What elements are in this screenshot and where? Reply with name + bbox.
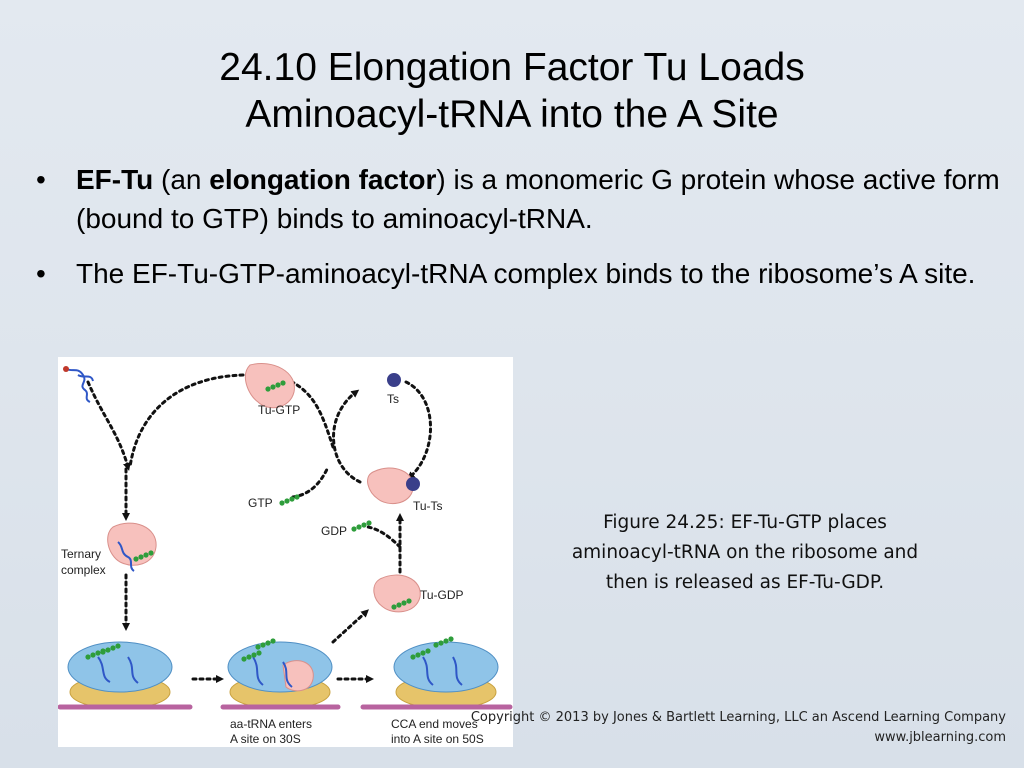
slide-title-line-2: Aminoacyl-tRNA into the A Site [245, 93, 779, 136]
arrow-tu-gtp-to-junction [128, 373, 245, 469]
arrow-gtp-entry [291, 465, 330, 499]
label-aa-trna-line-1: aa-tRNA enters [230, 717, 312, 731]
label-ternary-line-1: Ternary [61, 547, 101, 561]
label-aa-trna-line-2: A site on 30S [230, 732, 301, 746]
bold-term-ef-tu: EF-Tu [76, 164, 154, 195]
ternary-complex [107, 522, 157, 572]
arrow-trna-to-junction [86, 380, 131, 471]
label-gdp: GDP [321, 524, 347, 538]
caption-line-1: Figure 24.25: EF-Tu-GTP places [603, 512, 887, 533]
ts-protein [387, 373, 401, 387]
ribosome-3 [393, 636, 499, 710]
copyright-line: Copyright © 2013 by Jones & Bartlett Lea… [470, 710, 1006, 725]
label-ts: Ts [387, 392, 399, 406]
publisher-url: www.jblearning.com [874, 730, 1006, 745]
label-tu-gdp: Tu-GDP [420, 588, 464, 602]
label-cca-line-1: CCA end moves [391, 717, 478, 731]
label-ternary-line-2: complex [61, 563, 106, 577]
bullet-marker: • [36, 164, 46, 195]
bullet-item-ef-tu: • EF-Tu (an elongation factor) is a mono… [34, 160, 1009, 238]
caption-line-3: then is released as EF-Tu-GDP. [605, 572, 885, 593]
bullet-text: The EF-Tu-GTP-aminoacyl-tRNA complex bin… [76, 258, 976, 289]
arrow-ts-cycle-right [404, 380, 432, 480]
elongation-figure: Tu-GTP Ts GTP Tu-Ts GDP Ternary complex … [58, 357, 513, 747]
ef-tu-cycle-diagram: Tu-GTP Ts GTP Tu-Ts GDP Ternary complex … [58, 363, 513, 746]
tu-gdp-protein [373, 574, 421, 613]
label-cca-line-2: into A site on 50S [391, 732, 484, 746]
label-tu-ts: Tu-Ts [413, 499, 443, 513]
slide-title: 24.10 Elongation Factor Tu Loads Aminoac… [0, 44, 1024, 138]
arrow-gdp-release [366, 525, 402, 549]
caption-line-2: aminoacyl-tRNA on the ribosome and [571, 542, 919, 563]
bullet-marker: • [36, 258, 46, 289]
ribosome-2 [227, 638, 333, 710]
figure-caption: Figure 24.25: EF-Tu-GTP places aminoacyl… [540, 508, 950, 598]
free-trna [63, 366, 94, 403]
label-tu-gtp: Tu-GTP [258, 403, 300, 417]
bold-term-elongation-factor: elongation factor [209, 164, 437, 195]
arrow-tu-ts-cycle-left [332, 389, 362, 484]
pathway-arrows [86, 373, 432, 683]
ribosome-1 [67, 641, 173, 710]
bullet-item-complex: • The EF-Tu-GTP-aminoacyl-tRNA complex b… [34, 248, 1009, 300]
label-gtp: GTP [248, 496, 273, 510]
bullet-text: (an [153, 164, 210, 195]
tu-ts-complex [367, 467, 420, 505]
bullet-list: • EF-Tu (an elongation factor) is a mono… [34, 160, 1009, 300]
bullet-text: ) is a monomeric G protein whose active … [76, 164, 1000, 234]
slide-title-line-1: 24.10 Elongation Factor Tu Loads [219, 46, 805, 89]
tu-gtp-protein [245, 363, 295, 409]
arrow-release-tu-gdp [331, 609, 369, 644]
copyright-notice: Copyright © 2013 by Jones & Bartlett Lea… [471, 708, 1006, 748]
